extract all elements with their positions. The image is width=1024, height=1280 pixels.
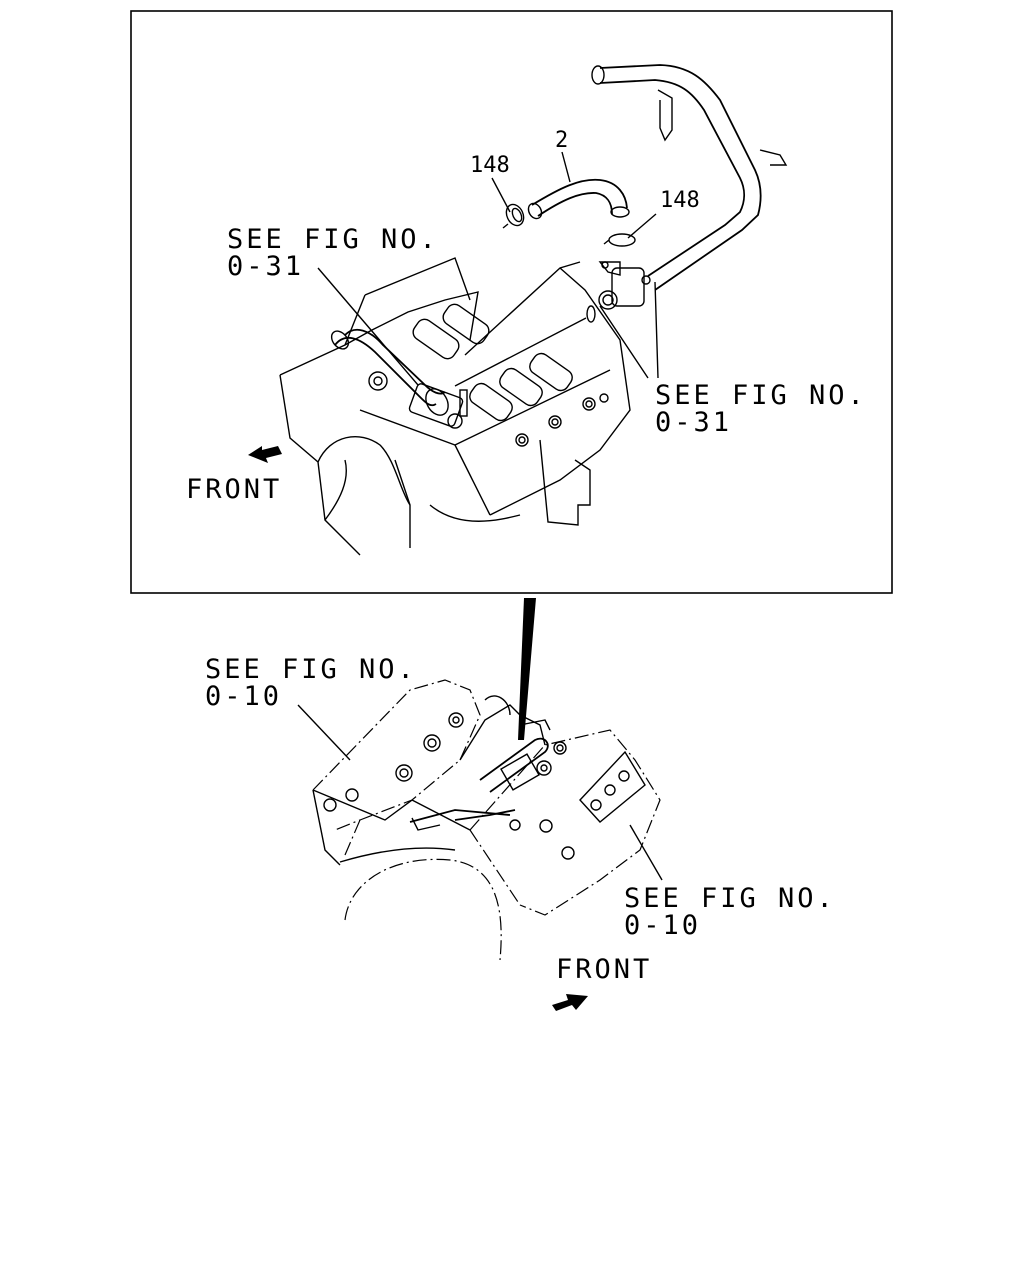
see-fig-label-upper-left: SEE FIG NO. — [227, 224, 439, 255]
short-hose-upper — [330, 328, 468, 427]
clamp-148-right — [603, 233, 636, 247]
clamp-148-left — [502, 203, 525, 229]
see-fig-label-lower-left: SEE FIG NO. — [205, 654, 417, 685]
engine-block-upper — [279, 257, 631, 556]
hose-part-2 — [527, 178, 630, 220]
see-fig-number-lower-left: 0-10 — [205, 681, 282, 712]
water-pipe — [454, 64, 788, 387]
front-arrow-lower-icon — [552, 994, 588, 1011]
see-fig-number-upper-left: 0-31 — [227, 251, 304, 282]
engine-block-lower — [312, 679, 661, 961]
part-number-148-left: 148 — [470, 153, 510, 178]
detail-frame — [130, 10, 893, 594]
see-fig-number-lower-right: 0-10 — [624, 910, 701, 941]
see-fig-label-lower-right: SEE FIG NO. — [624, 883, 836, 914]
leader-lines-lower — [297, 704, 663, 881]
detail-view-upper: SEE FIG NO. 0-31 SEE FIG NO. 0-31 2 148 … — [130, 10, 893, 594]
detail-connector — [518, 598, 536, 740]
front-label-upper: FRONT — [186, 474, 282, 505]
leader-lines-upper — [317, 151, 659, 386]
part-number-148-right: 148 — [660, 188, 700, 213]
front-label-lower: FRONT — [556, 954, 652, 985]
see-fig-label-upper-right: SEE FIG NO. — [655, 380, 867, 411]
part-number-2: 2 — [555, 128, 568, 153]
overview-view-lower: SEE FIG NO. 0-10 SEE FIG NO. 0-10 FRONT — [205, 654, 836, 1011]
front-arrow-upper-icon — [248, 446, 282, 463]
see-fig-number-upper-right: 0-31 — [655, 407, 732, 438]
